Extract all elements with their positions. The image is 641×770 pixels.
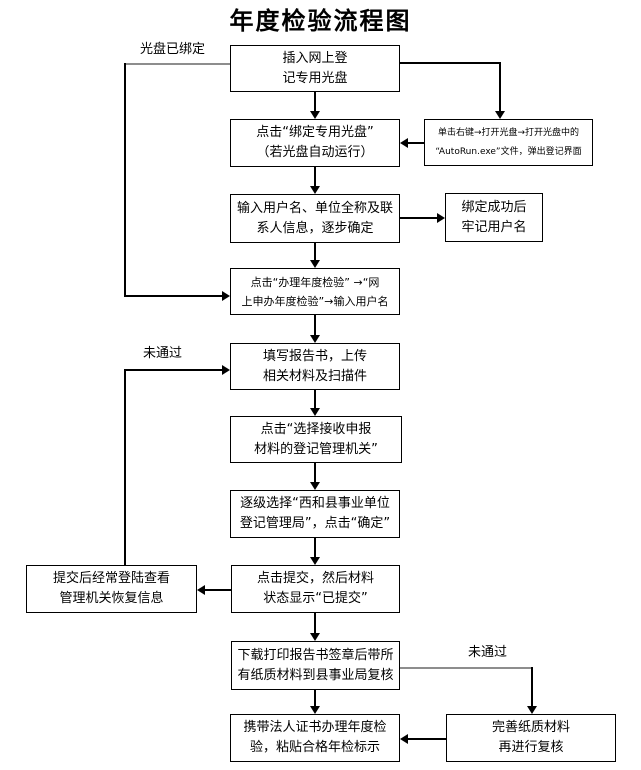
node-bring-certificate: 携带法人证书办理年度检 验，粘贴合格年检标示 bbox=[230, 714, 400, 762]
node-text: 系人信息，逐步确定 bbox=[256, 220, 374, 236]
connector-b3-bindsuccess bbox=[400, 217, 437, 219]
arrowhead-down-icon bbox=[310, 557, 320, 565]
node-text: 上申办年度检验”→输入用户名 bbox=[241, 294, 389, 308]
node-insert-disc: 插入网上登 记专用光盘 bbox=[230, 45, 400, 92]
connector-b4-b5 bbox=[314, 315, 316, 335]
connector-b7-b8 bbox=[314, 538, 316, 557]
connector-b1-autorun-vertical bbox=[499, 62, 501, 111]
node-select-authority: 点击“选择接收申报 材料的登记管理机关” bbox=[230, 416, 402, 463]
node-submit: 点击提交，然后材料 状态显示“已提交” bbox=[231, 565, 400, 613]
node-text: 材料的登记管理机关” bbox=[254, 441, 378, 457]
node-text: “AutoRun.exe”文件，弹出登记界面 bbox=[435, 146, 582, 157]
arrowhead-down-icon bbox=[310, 482, 320, 490]
node-text: 相关材料及扫描件 bbox=[262, 368, 367, 384]
edge-label-not-passed-left: 未通过 bbox=[143, 346, 183, 361]
node-text: （若光盘自动运行） bbox=[256, 145, 374, 160]
arrowhead-down-icon bbox=[527, 706, 537, 714]
arrowhead-right-icon bbox=[222, 291, 230, 301]
arrowhead-left-icon bbox=[400, 734, 408, 744]
node-fill-report: 填写报告书，上传 相关材料及扫描件 bbox=[230, 343, 400, 390]
arrowhead-left-icon bbox=[400, 138, 408, 148]
node-improve-materials: 完善纸质材料 再进行复核 bbox=[446, 714, 616, 762]
node-text: 点击“绑定专用光盘” bbox=[256, 125, 374, 140]
node-text: 单击右键→打开光盘→打开光盘中的 bbox=[437, 127, 580, 138]
node-text: 填写报告书，上传 bbox=[262, 348, 367, 364]
node-bind-success: 绑定成功后 牢记用户名 bbox=[445, 193, 543, 242]
connector-notpassed-left-horizontal bbox=[124, 369, 222, 371]
node-autorun-note: 单击右键→打开光盘→打开光盘中的 “AutoRun.exe”文件，弹出登记界面 bbox=[424, 119, 593, 166]
connector-b1-b2 bbox=[314, 92, 316, 111]
node-text: 点击提交，然后材料 bbox=[256, 571, 374, 586]
arrowhead-left-icon bbox=[197, 585, 205, 595]
node-text: 输入用户名、单位全称及联 bbox=[236, 200, 393, 216]
connector-discbound-horizontal bbox=[124, 63, 230, 65]
node-text: 提交后经常登陆查看 bbox=[52, 571, 170, 586]
node-enter-userinfo: 输入用户名、单位全称及联 系人信息，逐步确定 bbox=[230, 194, 400, 243]
connector-b5-b6 bbox=[314, 390, 316, 408]
node-text: 有纸质材料到县事业局复核 bbox=[237, 667, 394, 683]
node-text: 管理机关恢复信息 bbox=[59, 591, 164, 606]
connector-discbound-vertical bbox=[124, 63, 126, 297]
connector-notpassed-left-vertical bbox=[124, 369, 126, 565]
node-text: 状态显示“已提交” bbox=[263, 591, 368, 606]
node-text: 点击“办理年度检验” →“网 bbox=[250, 275, 380, 289]
arrowhead-down-icon bbox=[310, 260, 320, 268]
connector-b9-b10 bbox=[314, 690, 316, 706]
connector-b2-b3 bbox=[314, 167, 316, 186]
connector-b6-b7 bbox=[314, 463, 316, 482]
connector-b3-b4 bbox=[314, 243, 316, 260]
node-text: 逐级选择“西和县事业单位 bbox=[240, 496, 390, 511]
node-check-reply: 提交后经常登陆查看 管理机关恢复信息 bbox=[26, 565, 197, 613]
node-text: 携带法人证书办理年度检 bbox=[243, 720, 387, 735]
arrowhead-right-icon bbox=[437, 213, 445, 223]
edge-label-not-passed-right: 未通过 bbox=[468, 645, 508, 660]
connector-notpassed-right-vertical bbox=[531, 667, 533, 706]
connector-autorun-b2 bbox=[408, 142, 424, 144]
edge-label-disc-bound: 光盘已绑定 bbox=[140, 42, 206, 57]
arrowhead-right-icon bbox=[222, 365, 230, 375]
node-text: 牢记用户名 bbox=[461, 219, 527, 235]
connector-b1-autorun-horizontal bbox=[400, 62, 501, 64]
arrowhead-down-icon bbox=[310, 408, 320, 416]
connector-b8-checkreply bbox=[205, 589, 231, 591]
arrowhead-down-icon bbox=[310, 111, 320, 119]
arrowhead-down-icon bbox=[310, 633, 320, 641]
arrowhead-down-icon bbox=[310, 335, 320, 343]
node-text: 绑定成功后 bbox=[461, 199, 527, 215]
connector-notpassed-right-horizontal bbox=[400, 667, 533, 669]
node-download-print: 下载打印报告书签章后带所 有纸质材料到县事业局复核 bbox=[231, 641, 400, 690]
connector-improve-b10 bbox=[408, 738, 446, 740]
node-select-bureau: 逐级选择“西和县事业单位 登记管理局”，点击“确定” bbox=[230, 490, 400, 538]
arrowhead-down-icon bbox=[495, 111, 505, 119]
node-click-annual-check: 点击“办理年度检验” →“网 上申办年度检验”→输入用户名 bbox=[230, 268, 400, 315]
node-text: 插入网上登 bbox=[282, 50, 348, 66]
node-text: 点击“选择接收申报 bbox=[260, 421, 372, 437]
arrowhead-down-icon bbox=[310, 706, 320, 714]
node-text: 记专用光盘 bbox=[282, 70, 348, 86]
page-title: 年度检验流程图 bbox=[229, 7, 412, 35]
node-text: 完善纸质材料 bbox=[491, 720, 570, 735]
arrowhead-down-icon bbox=[310, 186, 320, 194]
node-click-bind-disc: 点击“绑定专用光盘” （若光盘自动运行） bbox=[230, 119, 400, 167]
node-text: 验，粘贴合格年检标示 bbox=[249, 740, 380, 755]
node-text: 下载打印报告书签章后带所 bbox=[237, 647, 394, 663]
connector-b8-b9 bbox=[314, 613, 316, 633]
node-text: 再进行复核 bbox=[498, 740, 564, 755]
connector-discbound-into-b4 bbox=[124, 295, 222, 297]
node-text: 登记管理局”，点击“确定” bbox=[239, 516, 391, 531]
